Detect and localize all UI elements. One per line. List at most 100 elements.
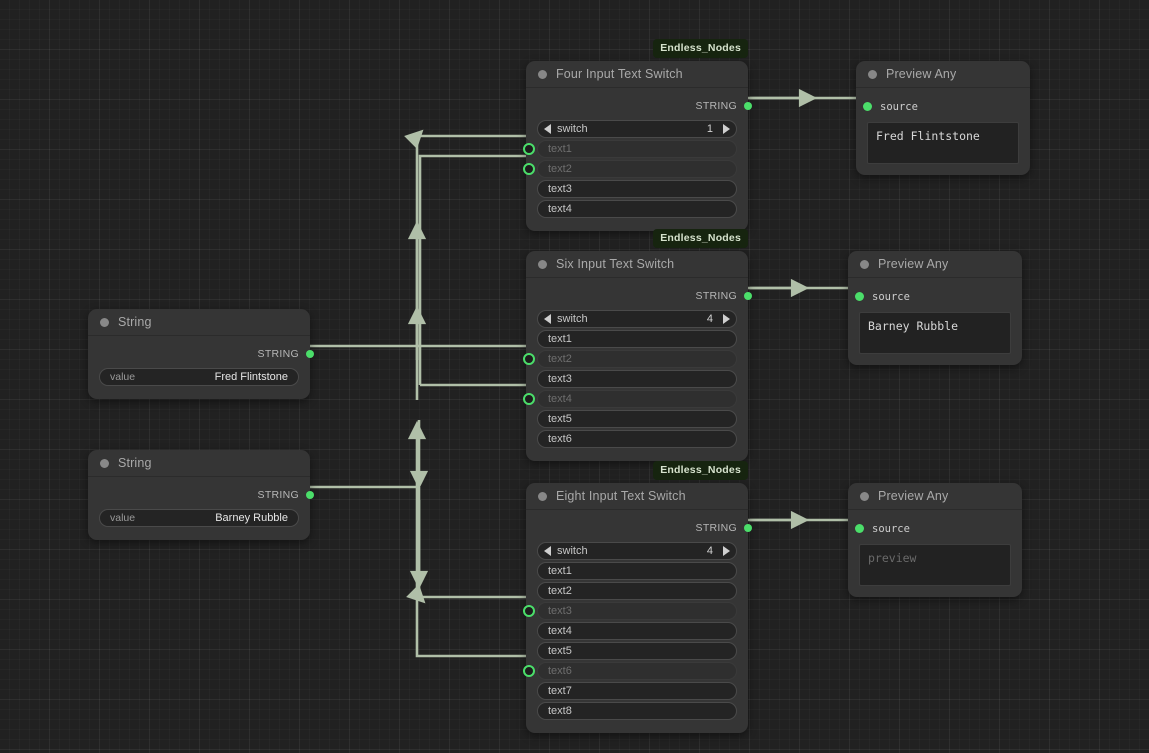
output-port-dot[interactable] [744,291,752,300]
input-slot-text7[interactable]: text7 [537,682,737,700]
input-slot-text8[interactable]: text8 [537,702,737,720]
input-port-dot[interactable] [523,605,535,617]
input-slot-label: text4 [548,203,572,215]
input-slot-text1[interactable]: text1 [523,140,737,158]
output-port-dot[interactable] [744,523,752,532]
node-title-bar[interactable]: Eight Input Text Switch [526,483,748,510]
output-label: STRING [695,289,737,302]
input-port-dot[interactable] [523,393,535,405]
input-port-dot[interactable] [863,102,872,111]
output-port-dot[interactable] [306,349,314,358]
input-slot-label: text5 [548,413,572,425]
arrow-right-icon[interactable] [723,124,730,134]
input-port-dot[interactable] [523,143,535,155]
input-slot-text4[interactable]: text4 [537,622,737,640]
node-body: source Barney Rubble [848,278,1022,365]
input-slot-text2[interactable]: text2 [523,160,737,178]
switch-stepper[interactable]: switch 1 [537,120,737,138]
node-title-label: String [118,456,152,470]
output-slot-string[interactable]: STRING [537,519,752,536]
collapse-dot-icon[interactable] [538,69,547,79]
arrow-left-icon[interactable] [544,124,551,134]
node-title-bar[interactable]: String [88,450,310,477]
output-slot-string[interactable]: STRING [537,97,752,114]
output-slot-string[interactable]: STRING [99,345,314,362]
value-field-label: value [110,512,136,524]
input-slot-source[interactable]: source [855,520,1011,537]
switch-stepper[interactable]: switch 4 [537,542,737,560]
arrow-right-icon[interactable] [723,546,730,556]
input-slot-label: text6 [548,433,572,445]
input-port-dot[interactable] [855,524,864,533]
input-slot-label: text2 [548,585,572,597]
input-port-dot[interactable] [523,665,535,677]
input-slot-label: text6 [548,665,572,677]
wire-fred-up [404,129,533,346]
output-port-dot[interactable] [306,490,314,499]
node-preview-any-2[interactable]: Preview Any source Barney Rubble [848,251,1022,365]
arrow-left-icon[interactable] [544,546,551,556]
node-string-fred[interactable]: String STRING value Fred Flintstone [88,309,314,399]
input-port-dot[interactable] [523,353,535,365]
switch-label: switch [557,545,588,557]
input-slot-text3[interactable]: text3 [537,370,737,388]
node-title-bar[interactable]: Preview Any [848,251,1022,278]
node-six-input-text-switch[interactable]: Endless_Nodes Six Input Text Switch STRI… [523,229,752,461]
input-slot-text1[interactable]: text1 [537,330,737,348]
value-field[interactable]: value Fred Flintstone [99,368,299,386]
node-four-input-text-switch[interactable]: Endless_Nodes Four Input Text Switch STR… [523,39,752,231]
collapse-dot-icon[interactable] [100,317,109,327]
node-title-bar[interactable]: Preview Any [848,483,1022,510]
node-string-barney[interactable]: String STRING value Barney Rubble [88,450,314,540]
node-eight-input-text-switch[interactable]: Endless_Nodes Eight Input Text Switch ST… [523,461,752,733]
node-title-bar[interactable]: Preview Any [856,61,1030,88]
input-port-dot[interactable] [855,292,864,301]
preview-text-output: Barney Rubble [859,312,1011,354]
input-slot-text4[interactable]: text4 [537,200,737,218]
preview-text-output: Fred Flintstone [867,122,1019,164]
switch-value: 1 [706,123,713,135]
node-title-label: Preview Any [878,257,949,271]
output-slot-string[interactable]: STRING [537,287,752,304]
input-slot-label: text3 [548,183,572,195]
collapse-dot-icon[interactable] [868,69,877,79]
collapse-dot-icon[interactable] [860,259,869,269]
arrow-left-icon[interactable] [544,314,551,324]
input-slot-text6[interactable]: text6 [523,662,737,680]
node-preview-any-1[interactable]: Preview Any source Fred Flintstone [856,61,1030,175]
input-slot-text4[interactable]: text4 [523,390,737,408]
output-label: STRING [695,521,737,534]
input-slot-text6[interactable]: text6 [537,430,737,448]
output-label: STRING [695,99,737,112]
input-slot-label: text2 [548,163,572,175]
collapse-dot-icon[interactable] [538,491,547,501]
input-slot-source[interactable]: source [863,98,1019,115]
arrow-right-icon[interactable] [723,314,730,324]
input-slot-text1[interactable]: text1 [537,562,737,580]
input-slot-text2[interactable]: text2 [537,582,737,600]
value-field[interactable]: value Barney Rubble [99,509,299,527]
switch-stepper[interactable]: switch 4 [537,310,737,328]
output-slot-string[interactable]: STRING [99,486,314,503]
input-slot-text3[interactable]: text3 [537,180,737,198]
node-body: STRING value Fred Flintstone [88,336,314,399]
collapse-dot-icon[interactable] [538,259,547,269]
node-title-bar[interactable]: String [88,309,310,336]
input-slot-source[interactable]: source [855,288,1011,305]
node-title-bar[interactable]: Four Input Text Switch [526,61,748,88]
input-slot-text5[interactable]: text5 [537,642,737,660]
node-body: source preview [848,510,1022,597]
node-title-bar[interactable]: Six Input Text Switch [526,251,748,278]
input-port-dot[interactable] [523,163,535,175]
input-slot-label: source [872,522,910,535]
input-slot-text5[interactable]: text5 [537,410,737,428]
collapse-dot-icon[interactable] [100,458,109,468]
node-body: STRING switch 1 text1 text2 [523,88,752,231]
input-slot-text2[interactable]: text2 [523,350,737,368]
collapse-dot-icon[interactable] [860,491,869,501]
output-port-dot[interactable] [744,101,752,110]
input-slot-text3[interactable]: text3 [523,602,737,620]
output-label: STRING [257,488,299,501]
node-preview-any-3[interactable]: Preview Any source preview [848,483,1022,597]
